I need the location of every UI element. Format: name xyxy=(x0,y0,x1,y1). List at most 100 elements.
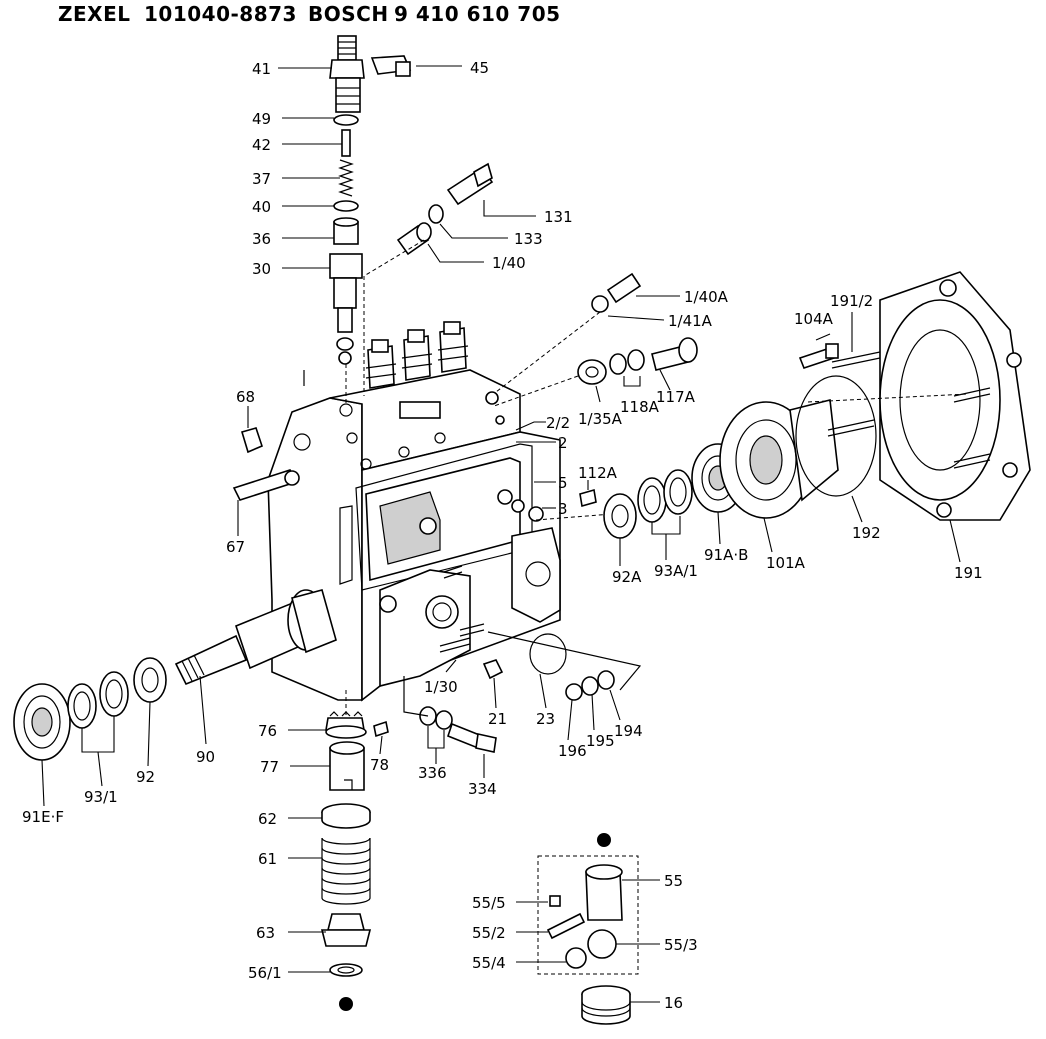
washer-133 xyxy=(428,204,444,224)
label-55-3: 55/3 xyxy=(664,936,698,954)
fitting-131 xyxy=(446,162,494,206)
label-76: 76 xyxy=(258,722,277,740)
seal-92A xyxy=(603,493,637,539)
studs-191-2 xyxy=(827,351,991,469)
bearing-91EF xyxy=(13,683,71,761)
label-67: 67 xyxy=(226,538,245,556)
label-91A-B: 91A·B xyxy=(704,546,748,564)
label-93A-1: 93A/1 xyxy=(654,562,698,580)
valve-30 xyxy=(329,253,363,365)
seal-92 xyxy=(133,657,167,703)
bolt-334 xyxy=(447,722,497,753)
washer-195 xyxy=(581,676,599,696)
fitting-1-40 xyxy=(396,222,432,256)
nut-196 xyxy=(565,683,583,701)
screw-104A xyxy=(798,343,839,369)
body-55 xyxy=(585,864,623,921)
seal-40 xyxy=(333,200,359,212)
label-23: 23 xyxy=(536,710,555,728)
washers-336 xyxy=(419,706,453,730)
nut-21 xyxy=(482,659,504,680)
label-92: 92 xyxy=(136,768,155,786)
banjo-1-35A xyxy=(577,359,607,385)
label-191: 191 xyxy=(954,564,983,582)
pin-55-2 xyxy=(546,912,586,940)
label-61: 61 xyxy=(258,850,277,868)
bolt-117A xyxy=(651,337,698,371)
label-133: 133 xyxy=(514,230,543,248)
fitting-41 xyxy=(329,35,365,113)
label-2: 2 xyxy=(558,434,568,452)
ring-55-3 xyxy=(587,929,617,959)
brand-zexel: ZEXEL xyxy=(58,2,131,26)
label-1-41A: 1/41A xyxy=(668,312,713,330)
label-55: 55 xyxy=(664,872,683,890)
bush-55-4 xyxy=(565,947,587,969)
label-1-40: 1/40 xyxy=(492,254,526,272)
label-42: 42 xyxy=(252,136,271,154)
label-104A: 104A xyxy=(794,310,834,328)
label-192: 192 xyxy=(852,524,881,542)
delivery-valve-holders xyxy=(365,321,469,389)
fitting-1-40A xyxy=(591,272,642,313)
oring-192 xyxy=(795,375,877,497)
label-93-1: 93/1 xyxy=(84,788,118,806)
assembly-55-box xyxy=(537,855,639,975)
label-78: 78 xyxy=(370,756,389,774)
label-336: 336 xyxy=(418,764,447,782)
bracket-67 xyxy=(232,469,300,501)
label-191-2: 191/2 xyxy=(830,292,873,310)
key-112A xyxy=(579,488,597,508)
seat-62 xyxy=(321,803,371,829)
screw-3 xyxy=(528,506,544,522)
label-45: 45 xyxy=(470,59,489,77)
label-55-5: 55/5 xyxy=(472,894,506,912)
label-90: 90 xyxy=(196,748,215,766)
label-334: 334 xyxy=(468,780,497,798)
label-5: 5 xyxy=(558,474,568,492)
screw-68 xyxy=(241,427,263,454)
label-117A: 117A xyxy=(656,388,696,406)
screw-5 xyxy=(511,499,525,513)
label-1-35A: 1/35A xyxy=(578,410,623,428)
leader-lines xyxy=(41,65,961,1003)
label-1-40A: 1/40A xyxy=(684,288,729,306)
washer-49 xyxy=(333,114,359,126)
zexel-part-number: 101040-8873 xyxy=(144,2,297,26)
label-2-2: 2/2 xyxy=(546,414,570,432)
label-21: 21 xyxy=(488,710,507,728)
drive-shaft xyxy=(174,589,337,686)
spring-37 xyxy=(338,159,354,197)
label-1-30: 1/30 xyxy=(424,678,458,696)
label-16: 16 xyxy=(664,994,683,1012)
seat-63 xyxy=(320,913,372,947)
washers-118A xyxy=(609,349,645,375)
label-195: 195 xyxy=(586,732,615,750)
part-labels: 41 45 49 42 37 40 36 30 131 133 1/40 1/4… xyxy=(22,59,983,1012)
oring-23 xyxy=(529,633,567,675)
pin-42 xyxy=(341,129,351,157)
shim-93A-1 xyxy=(637,469,693,523)
label-131: 131 xyxy=(544,208,573,226)
label-118A: 118A xyxy=(620,398,660,416)
label-49: 49 xyxy=(252,110,271,128)
label-36: 36 xyxy=(252,230,271,248)
screw-78 xyxy=(373,720,389,738)
label-63: 63 xyxy=(256,924,275,942)
label-196: 196 xyxy=(558,742,587,760)
label-112A: 112A xyxy=(578,464,618,482)
label-40: 40 xyxy=(252,198,271,216)
washer-194 xyxy=(597,670,615,690)
collar-76 xyxy=(325,711,367,739)
spring-61 xyxy=(321,837,371,905)
label-68: 68 xyxy=(236,388,255,406)
label-3: 3 xyxy=(558,500,568,518)
label-91E-F: 91E·F xyxy=(22,808,64,826)
label-56-1: 56/1 xyxy=(248,964,282,982)
label-41: 41 xyxy=(252,60,271,78)
clip-45 xyxy=(370,55,412,77)
label-77: 77 xyxy=(260,758,279,776)
label-37: 37 xyxy=(252,170,271,188)
label-55-2: 55/2 xyxy=(472,924,506,942)
